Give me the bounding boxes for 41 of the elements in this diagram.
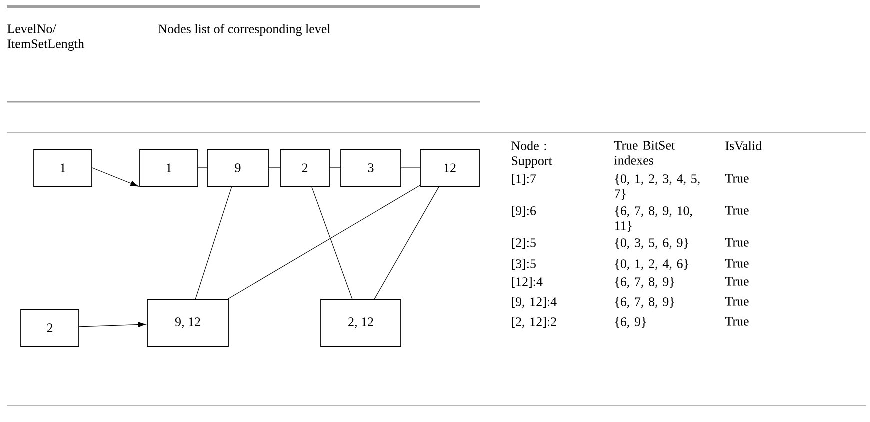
item-box: 2, 12 [320, 299, 402, 347]
table-cell: {0, 3, 5, 6, 9} [615, 238, 688, 250]
item-box: 2 [280, 149, 330, 187]
table-cell: {0, 1, 2, 3, 4, 5, 7} [615, 174, 700, 200]
table-cell: [3]:5 [512, 259, 536, 270]
table-cell: [9, 12]:4 [512, 297, 557, 308]
table-header: IsValid [726, 141, 762, 150]
connector-line [195, 186, 232, 300]
table-cell: True [725, 259, 749, 268]
item-box: 3 [340, 149, 402, 187]
connector-line [374, 186, 440, 300]
table-cell: {6, 9} [615, 317, 646, 328]
table-header: True BitSet indexes [614, 141, 676, 165]
connector-line [228, 185, 420, 300]
item-box: 9, 12 [147, 299, 229, 347]
item-box: 12 [420, 149, 480, 187]
table-cell: True [725, 238, 749, 247]
table-cell: [9]:6 [512, 206, 536, 217]
table-cell: {6, 7, 8, 9} [615, 297, 674, 308]
item-box: 2 [20, 309, 80, 347]
table-cell: [12]:4 [512, 277, 543, 288]
table-cell: True [725, 297, 749, 306]
table-cell: True [725, 174, 749, 183]
table-cell: True [725, 317, 749, 326]
table-cell: [2]:5 [512, 238, 536, 249]
item-box: 1 [140, 149, 198, 187]
table-cell: [2, 12]:2 [512, 317, 556, 328]
table-header: Node : Support [512, 141, 552, 168]
table-cell: True [725, 206, 749, 215]
connector-line [79, 322, 146, 328]
table-cell: {6, 7, 8, 9} [615, 277, 674, 288]
connector-line [92, 168, 139, 187]
item-box: 1 [34, 149, 92, 187]
column-header: Nodes list of corresponding level [158, 24, 331, 36]
column-header: LevelNo/ ItemSetLength [8, 24, 84, 52]
item-box: 9 [207, 149, 269, 187]
table-cell: [1]:7 [512, 174, 536, 185]
table-cell: {0, 1, 2, 4, 6} [615, 259, 688, 270]
table-cell: True [725, 277, 749, 286]
table-cell: {6, 7, 8, 9, 10, 11} [615, 206, 692, 232]
connector-line [312, 186, 353, 300]
